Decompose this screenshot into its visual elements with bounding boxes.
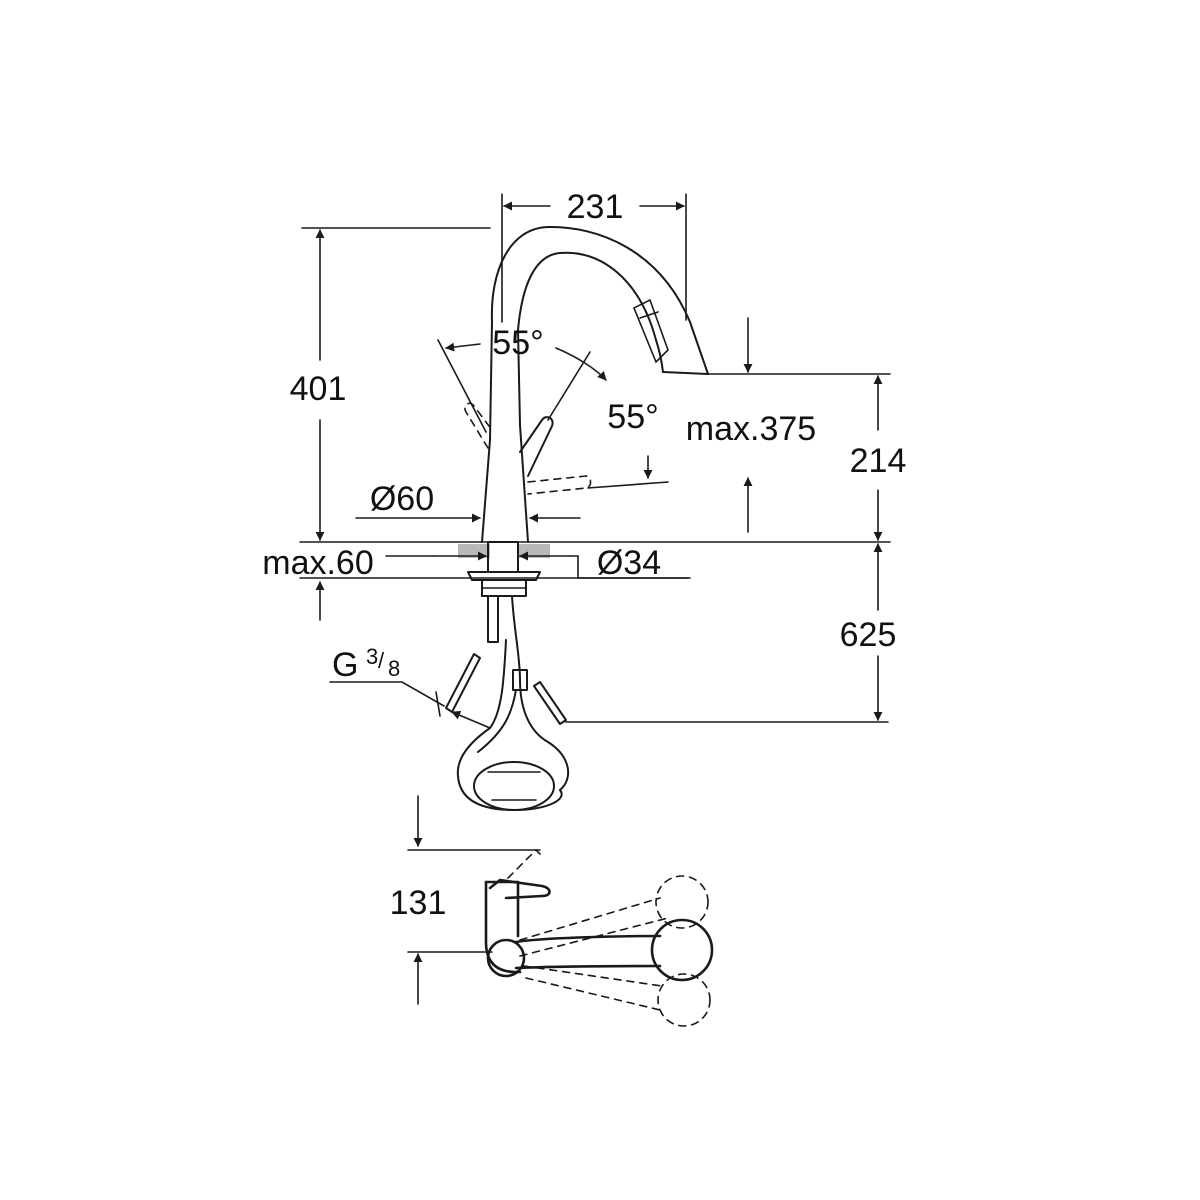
side-base bbox=[484, 880, 522, 974]
label-max-60: max.60 bbox=[262, 544, 374, 582]
angle-left-extension bbox=[437, 339, 487, 433]
thread-arrow bbox=[451, 710, 491, 729]
thread-mark-1 bbox=[435, 691, 441, 717]
label-angle-right: 55° bbox=[607, 398, 658, 436]
faucet-front-view bbox=[299, 225, 891, 811]
mounting-nut bbox=[467, 571, 541, 581]
side-spout-head-lower bbox=[657, 973, 711, 1027]
side-lever-dashed bbox=[507, 848, 541, 879]
label-401: 401 bbox=[290, 370, 347, 408]
dowel-right bbox=[533, 681, 567, 725]
angle-left-arrow bbox=[445, 342, 481, 352]
hose-loop bbox=[457, 775, 563, 811]
column-left-upper bbox=[489, 321, 493, 441]
label-thread-slash: / bbox=[378, 648, 385, 673]
label-625: 625 bbox=[840, 616, 897, 654]
lever-position-left bbox=[464, 402, 493, 449]
lever bbox=[519, 416, 554, 477]
side-lever bbox=[488, 878, 551, 900]
label-thread-g: G bbox=[332, 646, 358, 684]
hose-weight-detail bbox=[487, 771, 541, 801]
label-214: 214 bbox=[850, 442, 907, 480]
side-spout bbox=[514, 934, 662, 970]
hose-weight bbox=[473, 761, 555, 811]
spout-tip bbox=[662, 371, 709, 375]
dim-34-leader bbox=[569, 555, 689, 579]
side-spout-head bbox=[650, 918, 714, 982]
label-thread-numerator: 3 bbox=[366, 644, 378, 669]
spout-outer bbox=[490, 225, 709, 375]
side-spout-dashed-lower bbox=[523, 965, 663, 1011]
label-131: 131 bbox=[390, 884, 447, 922]
label-231: 231 bbox=[567, 188, 624, 226]
side-spout-head-upper bbox=[655, 875, 709, 929]
hose-right bbox=[511, 595, 569, 791]
side-spout-pivot bbox=[486, 938, 526, 978]
thread-leader bbox=[329, 681, 445, 707]
supply-pipe bbox=[487, 595, 499, 643]
lever-position-horizontal bbox=[527, 475, 592, 495]
spray-head-line bbox=[639, 311, 659, 319]
horizontal-lever-extension bbox=[587, 481, 669, 489]
dimension-lines bbox=[301, 193, 891, 1005]
side-body bbox=[484, 880, 520, 938]
angle-right-extension bbox=[547, 351, 591, 421]
hose-connector bbox=[512, 669, 528, 691]
body-outline bbox=[481, 424, 529, 543]
mounting-stem bbox=[487, 541, 519, 573]
label-diameter-34: Ø34 bbox=[597, 544, 661, 582]
dowel-left bbox=[445, 653, 481, 713]
angle-right-arrow bbox=[555, 347, 607, 381]
faucet-side-view bbox=[484, 848, 714, 1027]
label-max-375: max.375 bbox=[686, 410, 816, 448]
label-angle-left: 55° bbox=[492, 324, 543, 362]
column-right-upper bbox=[517, 329, 521, 426]
hose-inner-left bbox=[477, 689, 517, 753]
dimension-labels: 231 401 55° 55° max.375 214 Ø60 max.60 Ø… bbox=[262, 188, 906, 922]
hose-left bbox=[456, 639, 507, 777]
spout-inner bbox=[517, 251, 664, 373]
side-spout-dashed-upper bbox=[519, 897, 669, 957]
label-diameter-60: Ø60 bbox=[370, 480, 434, 518]
spray-head bbox=[632, 298, 669, 364]
label-thread-denominator: 8 bbox=[388, 656, 400, 681]
